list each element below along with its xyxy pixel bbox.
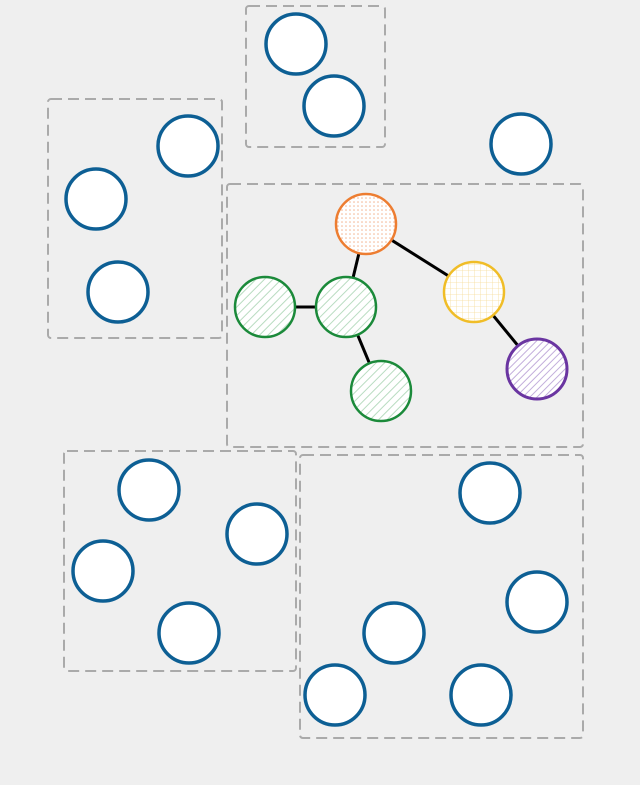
group-box: [299, 454, 584, 739]
node: [449, 663, 513, 727]
node: [157, 601, 221, 665]
node: [302, 74, 366, 138]
group-box: [245, 5, 386, 148]
node: [505, 570, 569, 634]
node: [71, 539, 135, 603]
group-box: [63, 450, 297, 672]
node-green-a: [233, 275, 297, 339]
node-purple: [505, 337, 569, 401]
node: [156, 114, 220, 178]
node: [489, 112, 553, 176]
node: [264, 12, 328, 76]
node: [86, 260, 150, 324]
node: [117, 458, 181, 522]
node: [303, 663, 367, 727]
node: [362, 601, 426, 665]
group-box: [226, 183, 584, 448]
node-green-b: [314, 275, 378, 339]
node-yellow: [442, 260, 506, 324]
node: [225, 502, 289, 566]
node: [64, 167, 128, 231]
node-orange: [334, 192, 398, 256]
group-box: [47, 98, 223, 339]
node: [458, 461, 522, 525]
node-green-c: [349, 359, 413, 423]
